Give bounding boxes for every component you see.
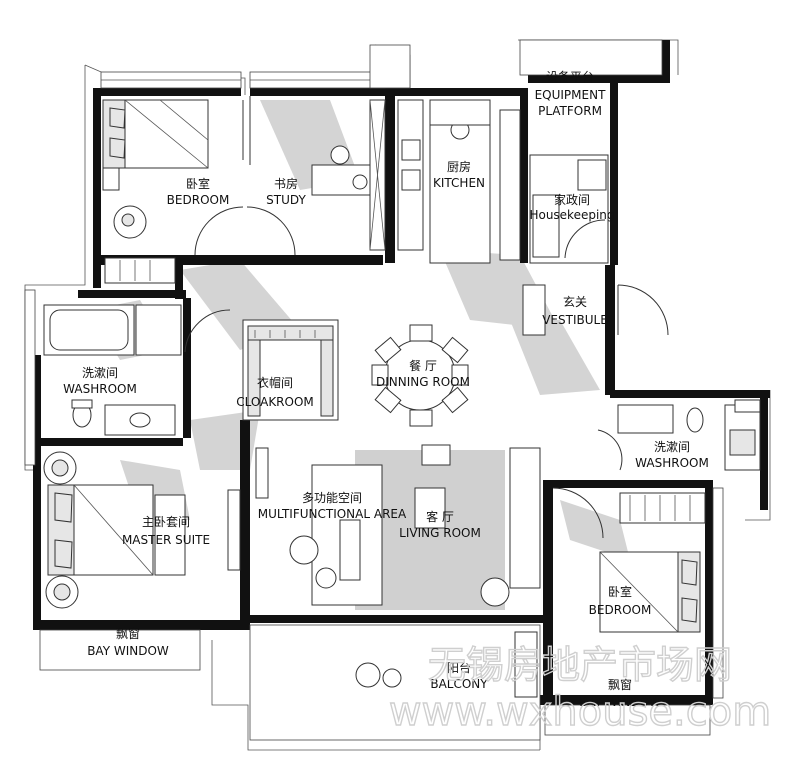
bedroom-se-furniture [552,487,706,633]
bedroom-se-en: BEDROOM [589,603,652,617]
master-suite-en: MASTER SUITE [122,533,210,547]
equipment-platform-en-1: EQUIPMENT [535,88,606,102]
bedroom-se-cn: 卧室 [608,584,632,599]
bedroom-nw-furniture [102,99,244,284]
bay-window-e-cn: 飘窗 [608,678,632,692]
washroom-w-furniture [43,304,231,436]
vestibule-furniture [522,284,669,336]
balcony-furniture [355,631,538,698]
watermark-cn: 无锡房地产市场网 [428,643,732,687]
vestibule-en: VESTIBULE [542,313,608,327]
washroom-e-cn: 洗漱间 [654,440,690,454]
cloakroom-furniture [242,319,339,421]
washroom-e-furniture [597,399,761,471]
living-room-cn: 客 厅 [426,509,454,524]
housekeeping-furniture [529,154,609,264]
balcony-en: BALCONY [430,677,488,691]
living-furniture [227,444,541,610]
bedroom-nw-cn: 卧室 [186,176,210,191]
dining-en: DINNING ROOM [376,375,470,389]
balcony-cn: 阳台 [447,660,471,675]
housekeeping-cn: 家政间 [554,192,590,207]
multifunctional-cn: 多功能空间 [302,491,362,505]
bay-window-w-cn: 飘窗 [116,627,140,641]
equipment-platform-en-2: PLATFORM [538,104,602,118]
bay-window-w-en: BAY WINDOW [87,644,169,658]
cloakroom-cn: 衣帽间 [257,375,293,390]
cloakroom-en: CLOAKROOM [236,395,314,409]
study-en: STUDY [266,193,306,207]
master-suite-cn: 主卧套间 [142,515,190,529]
watermark-url: www.wxhouse.com [389,689,771,735]
kitchen-en: KITCHEN [433,176,485,190]
equipment-platform-cn: 设备平台 [546,69,594,84]
walls [33,40,770,705]
dining-cn: 餐 厅 [409,358,437,373]
washroom-e-en: WASHROOM [635,456,709,470]
dining-furniture [371,324,469,427]
vestibule-cn: 玄关 [563,294,587,309]
kitchen-furniture [397,99,521,264]
multifunctional-en: MULTIFUNCTIONAL AREA [258,507,407,521]
watermark: 无锡房地产市场网 www.wxhouse.com [388,642,772,735]
washroom-w-en: WASHROOM [63,382,137,396]
room-labels: 设备平台 EQUIPMENT PLATFORM 卧室 BEDROOM 书房 ST… [63,69,709,709]
master-suite-furniture [43,451,186,609]
living-room-en: LIVING ROOM [399,526,481,540]
kitchen-cn: 厨房 [447,159,471,174]
study-furniture [194,96,386,256]
study-cn: 书房 [274,176,298,191]
bedroom-nw-en: BEDROOM [167,193,230,207]
housekeeping-en: Housekeeping [529,208,614,222]
bay-window-e-en: BAY WINDOW [579,695,661,709]
washroom-w-cn: 洗漱间 [82,366,118,380]
